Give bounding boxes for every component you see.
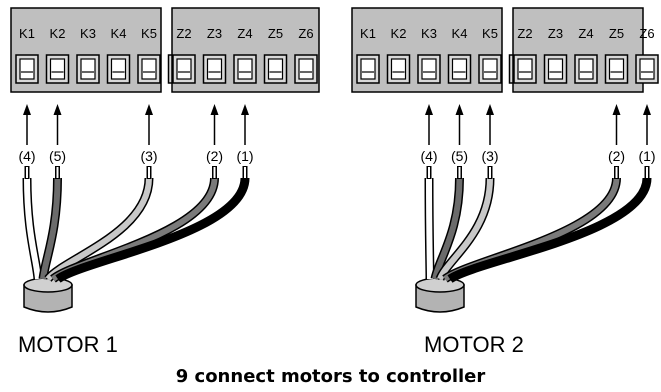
wire-label: (4) (18, 148, 35, 164)
arrow-head (241, 104, 249, 115)
arrow-head (145, 104, 153, 115)
wire-label: (1) (638, 148, 655, 164)
terminal-screw-slot (49, 58, 66, 80)
terminal-label: K2 (50, 26, 66, 41)
terminal-label: K5 (482, 26, 498, 41)
terminal-label: Z2 (176, 26, 191, 41)
terminal-screw-slot (206, 58, 223, 80)
wire (426, 177, 433, 280)
motor-1-group: K1K2K3K4K5K6Z2Z3Z4Z5Z6(4)(5)(3)(2)(1)MOT… (10, 7, 320, 357)
arrow-head (210, 104, 219, 115)
motor-label: MOTOR 2 (424, 332, 524, 357)
terminal-label: K4 (111, 26, 127, 41)
terminal-screw-slot (176, 58, 192, 80)
terminal-screw-slot (360, 58, 376, 80)
terminal-label: Z6 (298, 26, 313, 41)
terminal-screw-slot (421, 58, 437, 80)
wire (448, 177, 650, 282)
terminal-label: Z5 (268, 26, 283, 41)
wire-label: (3) (481, 148, 498, 164)
terminal-block-left: K1K2K3K4K5K6 (351, 7, 533, 93)
wire (56, 177, 248, 282)
terminal-label: K3 (80, 26, 96, 41)
terminal-label: K5 (141, 26, 157, 41)
terminal-screw-slot (451, 58, 468, 80)
wire-label: (5) (49, 148, 66, 164)
terminal-label: K1 (19, 26, 35, 41)
terminal-label: K2 (391, 26, 407, 41)
terminal-screw-slot (608, 58, 625, 80)
arrow-head (486, 104, 494, 115)
wire-label: (3) (140, 148, 157, 164)
terminal-block-right: Z2 Z3 Z4 Z5 Z6 (512, 7, 659, 93)
wire-label: (2) (206, 148, 223, 164)
terminal-label: K4 (452, 26, 468, 41)
wire-label: (4) (420, 148, 437, 164)
wire-label: (2) (608, 148, 625, 164)
terminal-screw-slot (110, 58, 127, 80)
terminal-label: Z2 (517, 26, 532, 41)
terminal-label: K3 (421, 26, 437, 41)
terminal-screw-slot (141, 58, 157, 80)
terminal-label: Z3 (548, 26, 563, 41)
terminal-screw-slot (578, 58, 594, 80)
terminal-screw-slot (237, 58, 253, 80)
wire (432, 177, 463, 280)
motor-label: MOTOR 1 (18, 332, 118, 357)
terminal-screw-slot (482, 58, 498, 80)
terminal-screw-slot (517, 58, 533, 80)
terminal-screw-slot (298, 58, 314, 80)
terminal-block-left: K1K2K3K4K5K6 (10, 7, 192, 93)
arrow-head (612, 104, 621, 115)
terminal-screw-slot (80, 58, 96, 80)
wire (24, 177, 41, 280)
terminal-screw-slot (547, 58, 564, 80)
arrow-head (53, 104, 62, 115)
motor-2-group: K1K2K3K4K5K6Z2Z3Z4Z5Z6(4)(5)(3)(2)(1)MOT… (351, 7, 659, 357)
terminal-label: Z6 (639, 26, 654, 41)
terminal-label: Z4 (578, 26, 593, 41)
wire-label: (5) (451, 148, 468, 164)
terminal-screw-slot (639, 58, 655, 80)
terminal-block-right: Z2 Z3 Z4 Z5 Z6 (171, 7, 320, 93)
terminal-label: Z4 (237, 26, 252, 41)
arrow-head (425, 104, 433, 115)
terminal-screw-slot (267, 58, 284, 80)
wire (437, 177, 493, 281)
terminal-label: K1 (360, 26, 376, 41)
arrow-head (643, 104, 651, 115)
terminal-screw-slot (390, 58, 407, 80)
wire (40, 177, 61, 280)
arrow-head (455, 104, 464, 115)
terminal-label: Z5 (609, 26, 624, 41)
arrow-head (23, 104, 31, 115)
terminal-label: Z3 (207, 26, 222, 41)
figure-caption: 9 connect motors to controller (175, 366, 486, 387)
terminal-screw-slot (19, 58, 35, 80)
wire-label: (1) (236, 148, 253, 164)
